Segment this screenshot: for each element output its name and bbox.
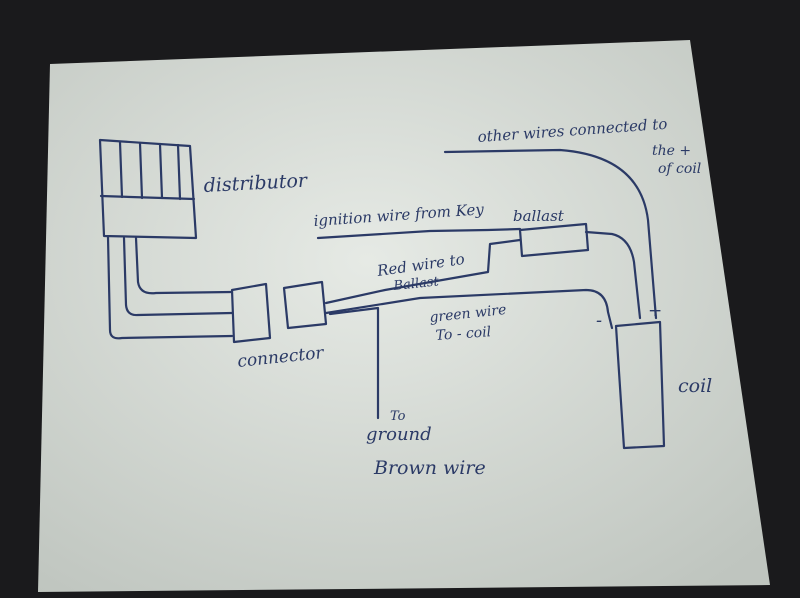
ballast-label: ballast xyxy=(513,207,565,225)
red-wire xyxy=(324,238,522,305)
ground-label-line1: To xyxy=(390,409,406,424)
ignition-wire xyxy=(316,227,522,240)
other-wires-label-line2: the + xyxy=(652,143,691,159)
other-wires-line xyxy=(443,148,658,320)
other-wires-label-line3: of coil xyxy=(658,161,701,177)
distributor-cable xyxy=(106,235,234,340)
paper-sheet xyxy=(38,40,770,592)
brown-ground-wire xyxy=(328,306,380,420)
ballast-to-coil-wire xyxy=(584,230,642,320)
coil-plus-terminal: + xyxy=(648,301,662,321)
brown-wire-label: Brown wire xyxy=(373,457,486,479)
ground-label-line2: ground xyxy=(366,424,432,445)
green-wire xyxy=(324,288,614,330)
green-wire-label-line2: To - coil xyxy=(435,324,492,344)
ballast-resistor xyxy=(518,222,590,258)
distributor-component xyxy=(98,138,198,240)
ignition-coil xyxy=(614,320,666,450)
coil-minus-terminal: - xyxy=(596,310,602,331)
red-wire-label-line2: Ballast xyxy=(392,274,440,294)
coil-label: coil xyxy=(678,375,712,397)
connector-right-half xyxy=(282,280,328,330)
connector-left-half xyxy=(230,282,272,344)
